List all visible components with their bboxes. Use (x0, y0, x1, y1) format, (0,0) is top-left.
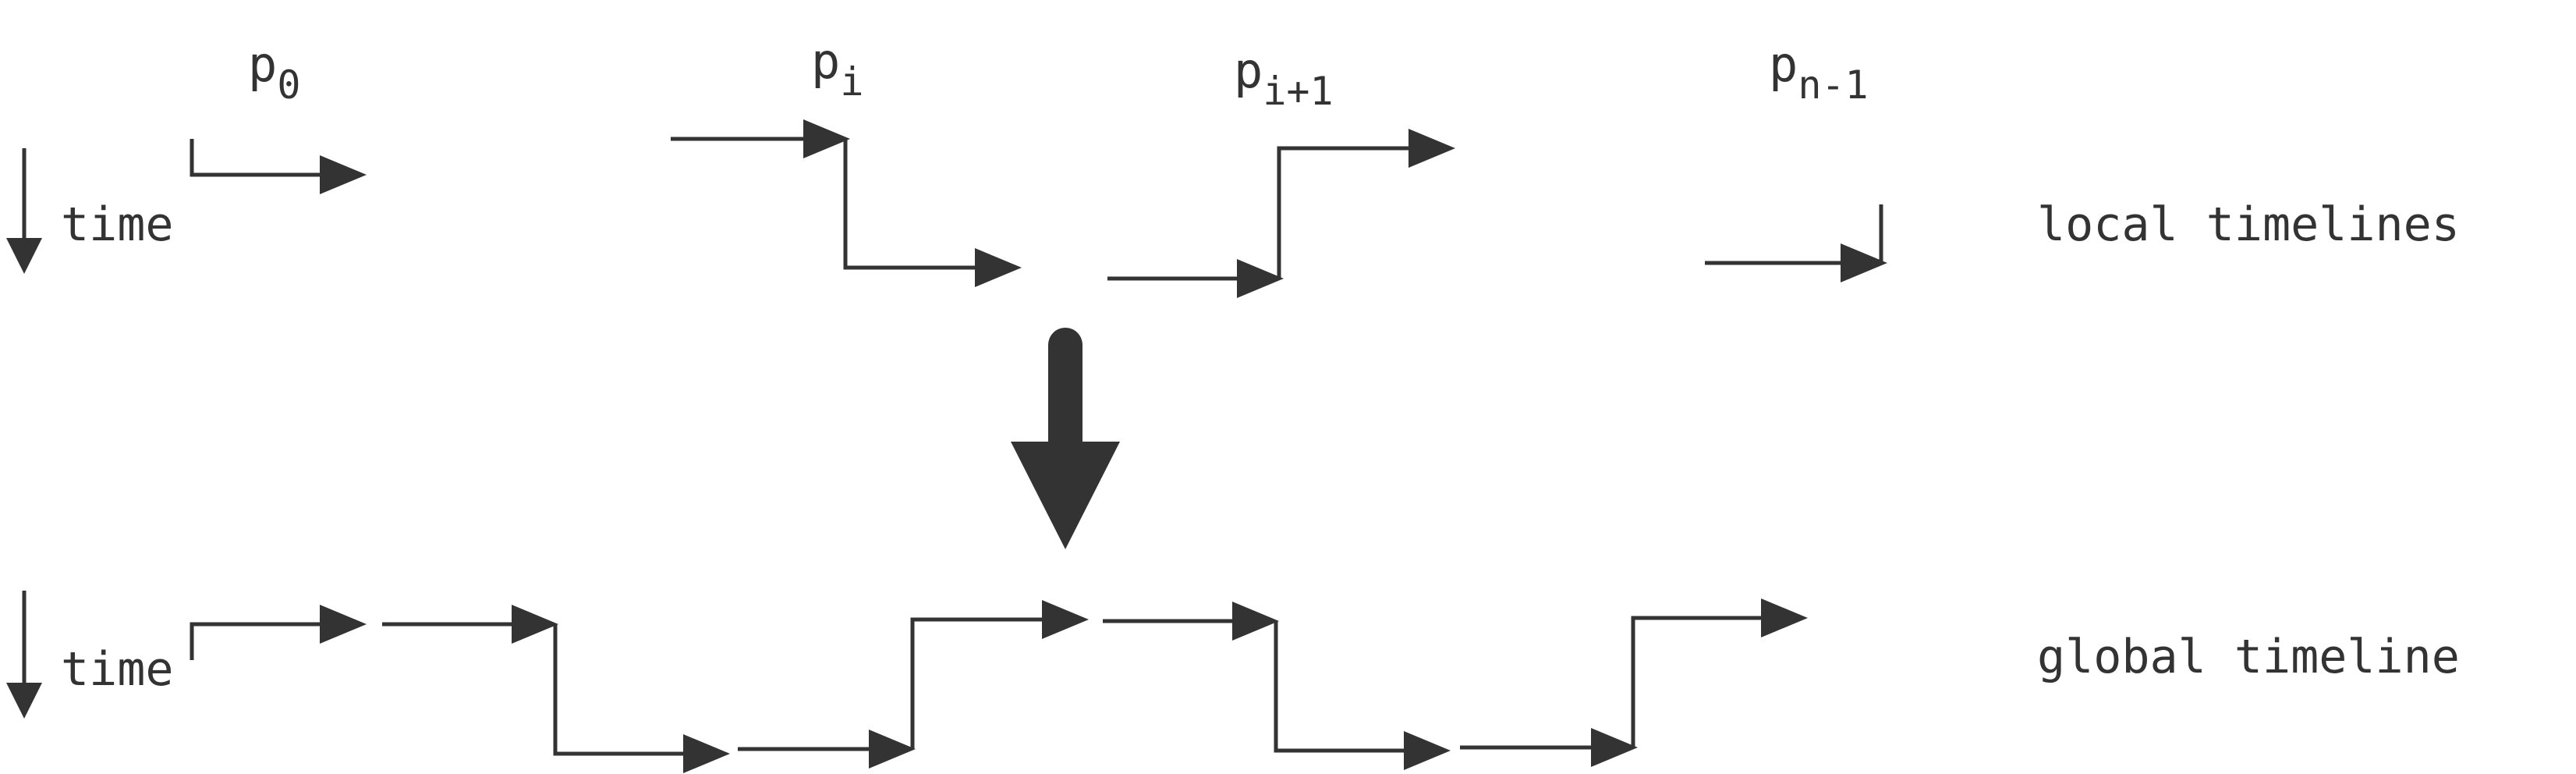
process-label-pi1: pi+1 (1234, 42, 1334, 114)
global-segment-3 (553, 624, 730, 773)
merge-arrow (1011, 328, 1120, 549)
time-label-top: time (61, 197, 174, 252)
local-timeline-p0 (190, 139, 367, 194)
process-label-p0: p0 (248, 36, 300, 108)
global-segment-5 (910, 600, 1089, 749)
local-timelines-label: local timelines (2037, 197, 2460, 252)
merge-arrow-head (1011, 442, 1120, 549)
merge-arrow-shaft (1048, 328, 1082, 451)
time-label-bottom: time (61, 642, 174, 697)
global-segment-9 (1631, 598, 1808, 747)
global-segment-1 (190, 605, 367, 660)
global-timeline-label: global timeline (2037, 630, 2460, 684)
local-timeline-pi1-segment-2 (1277, 129, 1455, 279)
process-label-pi: pi (811, 33, 863, 105)
global-segment-7 (1274, 621, 1451, 770)
process-label-pn1: pn-1 (1769, 36, 1869, 108)
local-timeline-pi-segment-2 (843, 139, 1022, 287)
